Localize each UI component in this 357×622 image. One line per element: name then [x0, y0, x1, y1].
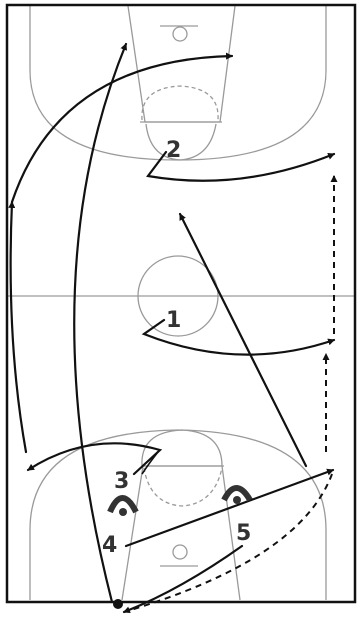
- center-circle: [137, 255, 219, 337]
- player-5-label: 5: [236, 521, 251, 546]
- top-free-throw-circle-solid: [145, 123, 217, 161]
- player-2-label: 2: [166, 138, 181, 163]
- screen-marker-right-dot: [233, 496, 241, 504]
- player-3-hook: [141, 451, 159, 475]
- bottom-lane: [121, 465, 241, 601]
- play-arrows: [8, 42, 338, 614]
- top-three-point-arc: [29, 6, 327, 161]
- top-hoop: [172, 26, 188, 42]
- left-wing-arrow: [8, 200, 28, 454]
- player-4-cut-arrow: [124, 468, 335, 548]
- screen-markers: [107, 485, 253, 609]
- player-4-label: 4: [102, 533, 117, 558]
- player-3-label: 3: [114, 469, 129, 494]
- bottom-three-point-arc: [29, 429, 327, 600]
- player-5-cut-arrow: [122, 544, 244, 614]
- screen-marker-left: [107, 495, 139, 514]
- screen-marker-right: [221, 485, 253, 502]
- player-1-cut-arrow: [141, 318, 336, 356]
- player-1-label: 1: [166, 308, 181, 333]
- ball-dot: [113, 599, 123, 609]
- baseline-pass-arrow: [123, 473, 333, 613]
- long-sweep-arrow: [73, 42, 128, 604]
- top-free-throw-circle-dashed: [141, 85, 219, 121]
- bottom-free-throw-circle-solid: [141, 429, 223, 467]
- bottom-hoop: [172, 544, 188, 560]
- left-to-top-arrow: [10, 52, 234, 204]
- court-markings: [7, 5, 355, 601]
- bottom-free-throw-circle-dashed: [143, 467, 223, 507]
- screen-marker-left-dot: [119, 508, 127, 516]
- court-border: [5, 3, 357, 604]
- player-2-cut-arrow: [146, 150, 336, 182]
- diagonal-cut-arrow: [178, 212, 308, 468]
- player-labels: 2 1 3 4 5: [102, 138, 251, 558]
- player-3-cut-arrow: [26, 442, 163, 476]
